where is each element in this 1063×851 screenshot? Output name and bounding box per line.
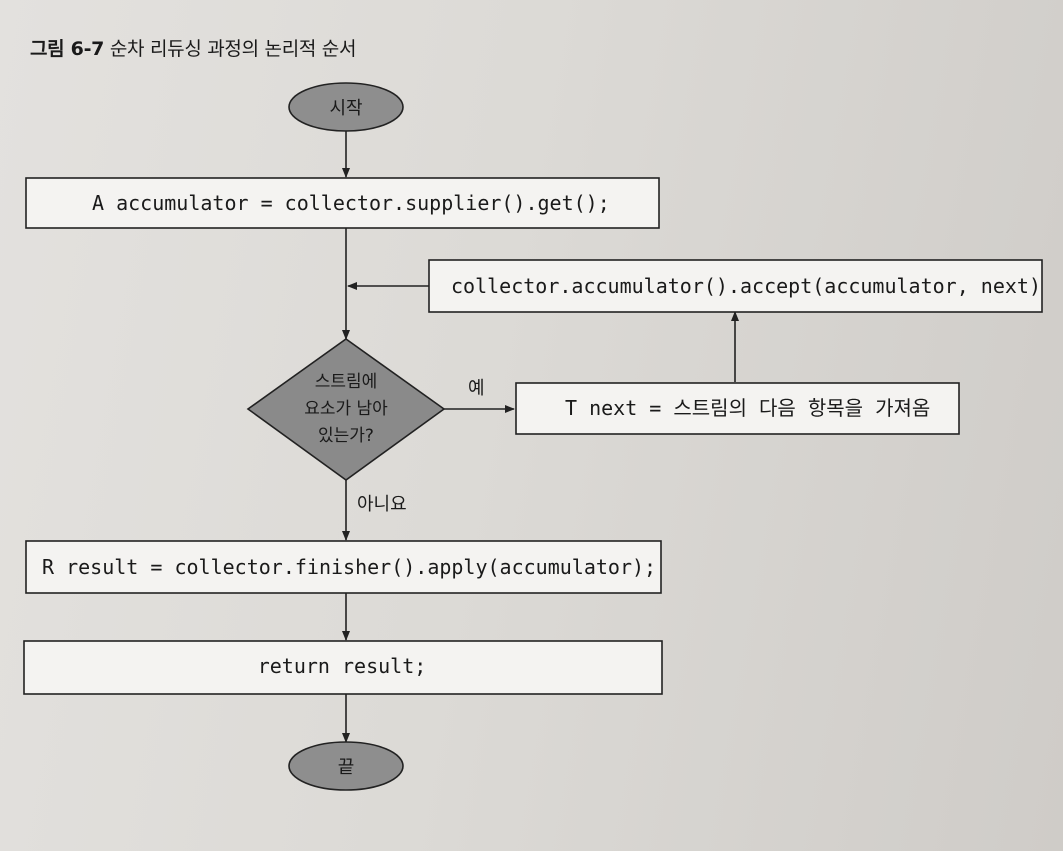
figure-number: 그림 6-7 (30, 38, 105, 60)
finisher-code: R result = collector.finisher().apply(ac… (42, 555, 656, 579)
return-box: return result; (23, 640, 663, 695)
supplier-box: A accumulator = collector.supplier().get… (25, 177, 660, 229)
finisher-box: R result = collector.finisher().apply(ac… (25, 540, 662, 594)
decision-line-3: 있는가? (318, 426, 374, 446)
accumulate-box: collector.accumulator().accept(accumulat… (428, 259, 1043, 313)
figure-title: 순차 리듀싱 과정의 논리적 순서 (109, 38, 357, 60)
yes-label: 예 (468, 378, 485, 399)
decision-line-1: 스트림에 (315, 372, 378, 392)
supplier-code: A accumulator = collector.supplier().get… (92, 191, 610, 215)
next-item-box: T next = 스트림의 다음 항목을 가져옴 (515, 382, 960, 435)
return-code: return result; (258, 654, 427, 678)
decision-diamond: 스트림에 요소가 남아 있는가? (246, 338, 446, 481)
end-terminal: 끝 (288, 741, 404, 791)
figure-caption: 그림 6-7 순차 리듀싱 과정의 논리적 순서 (30, 34, 356, 61)
end-label: 끝 (338, 757, 355, 778)
next-item-code: T next = 스트림의 다음 항목을 가져옴 (565, 396, 930, 420)
decision-line-2: 요소가 남아 (304, 399, 388, 419)
no-label: 아니요 (357, 494, 407, 515)
start-label: 시작 (329, 98, 362, 119)
accumulate-code: collector.accumulator().accept(accumulat… (451, 274, 1041, 298)
start-terminal: 시작 (288, 82, 404, 132)
connectors (342, 131, 739, 743)
